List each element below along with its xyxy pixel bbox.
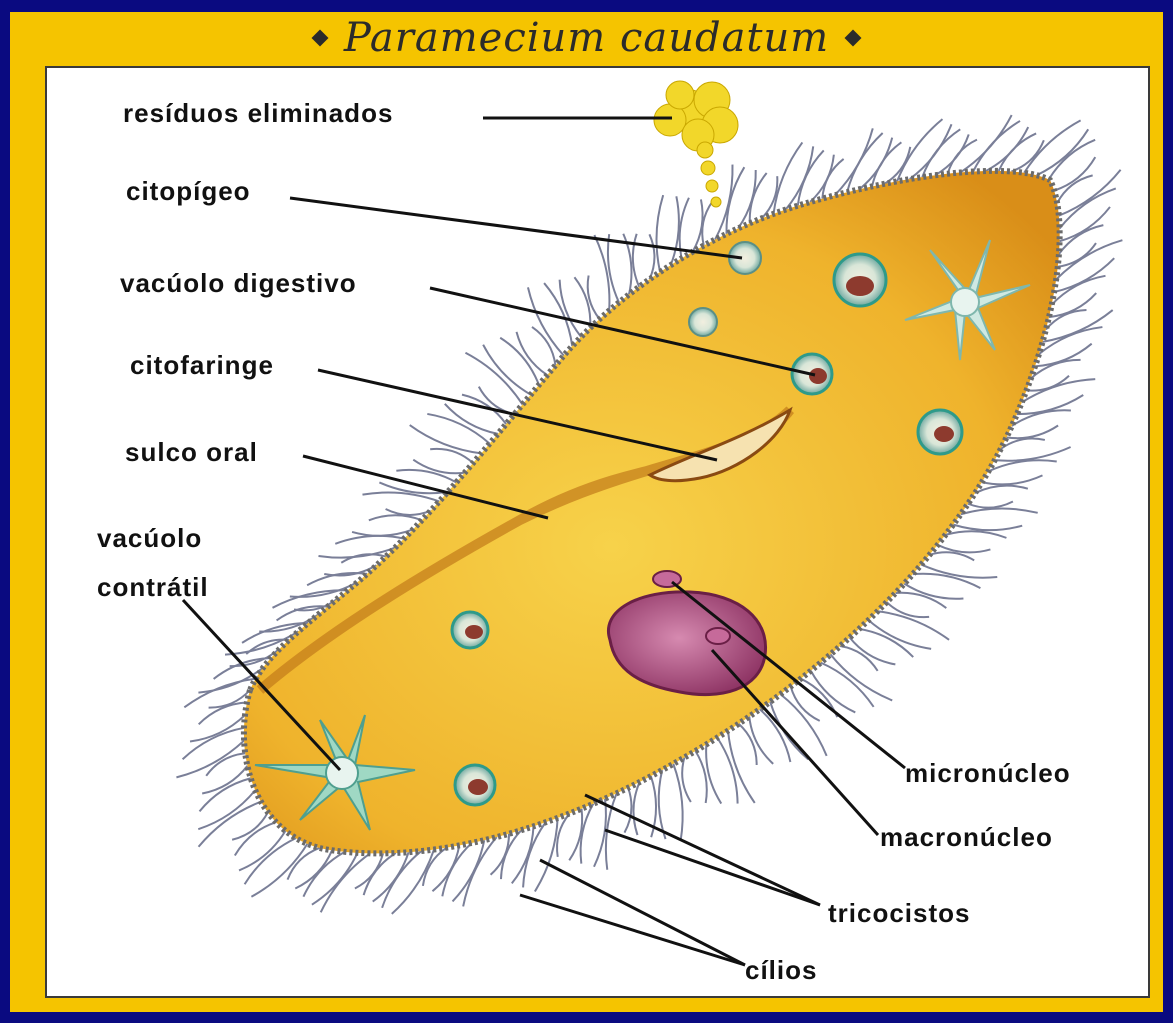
cilium xyxy=(190,715,245,741)
cilium xyxy=(811,671,856,713)
cilium xyxy=(335,536,404,544)
cilium xyxy=(557,813,570,856)
cilium xyxy=(717,738,737,804)
cilium xyxy=(975,486,1028,493)
cilium xyxy=(910,124,952,179)
cilium xyxy=(369,515,422,520)
cilium xyxy=(1054,157,1095,190)
cilium xyxy=(780,694,826,756)
cilium xyxy=(1049,140,1095,180)
cilium xyxy=(695,751,706,803)
cilium xyxy=(532,327,555,365)
cilium xyxy=(560,280,581,337)
cilium xyxy=(988,460,1056,471)
cilium xyxy=(373,852,409,901)
cilium xyxy=(961,509,1038,515)
label-cilios: cílios xyxy=(745,955,817,985)
label-tricocistos: tricocistos xyxy=(828,898,971,928)
cilium xyxy=(671,196,679,265)
cilium xyxy=(1060,188,1116,228)
cilium xyxy=(1035,344,1092,367)
cilium xyxy=(1058,243,1096,267)
cilium xyxy=(995,447,1071,461)
cilium xyxy=(535,818,558,892)
cilium xyxy=(840,646,878,671)
cilium xyxy=(896,593,947,608)
cilium xyxy=(1037,129,1089,175)
cilium xyxy=(922,129,960,177)
cilium xyxy=(968,501,1013,507)
label-micronucleo: micronúcleo xyxy=(905,758,1071,788)
label-sulco-oral: sulco oral xyxy=(125,437,258,467)
label-vacuolo-digestivo: vacúolo digestivo xyxy=(120,268,357,298)
cilium xyxy=(624,788,631,833)
cilium xyxy=(791,687,820,721)
label-vacuolo-contratil-line1: vacúolo xyxy=(97,523,202,553)
cilium xyxy=(312,853,358,905)
cilium xyxy=(453,840,485,901)
cilium xyxy=(738,170,756,228)
cilium xyxy=(1024,120,1080,172)
cilium xyxy=(500,338,539,385)
cilium xyxy=(200,778,251,811)
cilium xyxy=(649,234,654,279)
label-vacuolo-contratil-line2: contrátil xyxy=(97,572,209,602)
cilium xyxy=(1043,310,1113,342)
cilium xyxy=(1006,426,1058,439)
cilium xyxy=(633,782,639,835)
label-macronucleo: macronúcleo xyxy=(880,822,1053,852)
cilium xyxy=(239,831,285,871)
cilium xyxy=(198,790,255,829)
cilium xyxy=(528,287,564,355)
cilium xyxy=(633,234,639,287)
micronucleus-2 xyxy=(706,628,730,644)
cilium xyxy=(930,552,975,560)
cilium xyxy=(913,574,981,588)
cilium xyxy=(739,724,757,765)
cilium xyxy=(594,799,606,867)
cilium xyxy=(251,844,307,897)
cilium xyxy=(656,195,663,272)
cilium xyxy=(921,565,997,578)
cilium xyxy=(706,744,721,803)
cilium xyxy=(295,850,332,888)
label-citofaringe: citofaringe xyxy=(130,350,274,380)
cilium xyxy=(199,802,261,847)
cilium xyxy=(682,757,691,802)
cilium xyxy=(303,852,344,897)
waste-cluster xyxy=(654,81,738,207)
cilium xyxy=(946,531,1007,538)
cilium xyxy=(982,475,1043,484)
cilium xyxy=(953,525,1022,531)
cilium xyxy=(904,584,963,599)
cilium xyxy=(341,554,386,563)
cilium xyxy=(749,717,773,764)
label-citopigeo: citopígeo xyxy=(126,176,251,206)
cilium xyxy=(762,176,778,218)
label-residuos-eliminados: resíduos eliminados xyxy=(123,98,393,128)
cilium xyxy=(986,127,1028,171)
cilium xyxy=(512,826,534,883)
cilium xyxy=(999,133,1036,170)
cilium xyxy=(352,529,413,535)
